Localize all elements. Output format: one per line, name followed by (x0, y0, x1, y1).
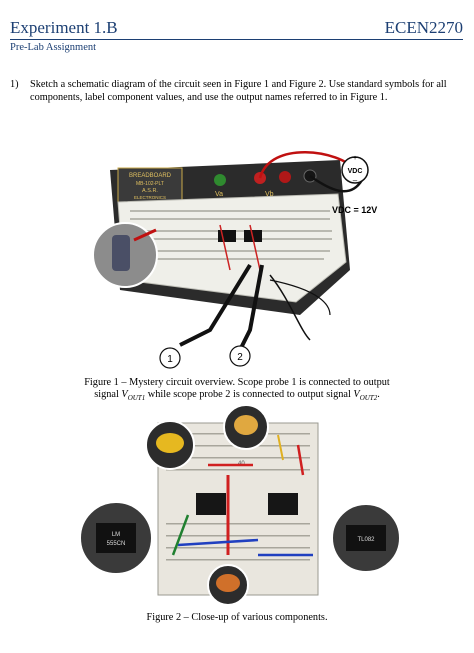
figure-1-caption-line2: signal VOUT1 while scope probe 2 is conn… (94, 389, 380, 403)
ic-opamp-on-board (268, 493, 298, 515)
ic-chip-1 (218, 230, 236, 242)
rail-vb-label: Vb (265, 191, 274, 198)
svg-text:555CN: 555CN (107, 541, 126, 547)
chip-right-text: TL082 (357, 537, 375, 543)
vout1-symbol: VOUT1 (121, 389, 146, 403)
course-code: ECEN2270 (384, 18, 463, 37)
probe-2-number: 2 (237, 352, 243, 363)
figure-2-caption: Figure 2 – Close-up of various component… (146, 612, 328, 623)
scope-probe-1 (179, 263, 252, 347)
svg-text:+: + (353, 155, 357, 162)
voltage-label: VDC = 12V (332, 205, 377, 215)
figure-2-photo: 40 LM 555CN TL082 (78, 404, 401, 606)
source-label: VDC (348, 168, 363, 175)
binding-post-green (214, 174, 226, 186)
binding-post-red-2 (279, 171, 291, 183)
figure-1-caption: Figure 1 – Mystery circuit overview. Sco… (40, 377, 434, 404)
rail-va-label: Va (215, 191, 223, 198)
voltage-source-symbol (341, 156, 369, 184)
question-number: 1) (10, 79, 19, 90)
figure-2-illustration: 40 LM 555CN TL082 (78, 404, 401, 606)
document-title: Experiment 1.B (10, 18, 118, 37)
scope-probe-2 (238, 264, 264, 351)
ic-555-on-board (196, 493, 226, 515)
vout2-symbol: VOUT2 (353, 389, 378, 403)
probe-2-badge (229, 345, 251, 367)
figure-1-illustration: BREADBOARD MB-102-PLT A.S.R. ELECTRONICS… (92, 130, 377, 370)
figure-1-caption-line1: Figure 1 – Mystery circuit overview. Sco… (84, 377, 390, 388)
probe-1-badge (159, 347, 181, 369)
chip-left-text: LM (112, 532, 120, 538)
board-model: MB-102-PLT (136, 181, 164, 187)
document-subtitle: Pre-Lab Assignment (10, 42, 97, 53)
question-text: Sketch a schematic diagram of the circui… (30, 79, 447, 103)
board-label: BREADBOARD (129, 173, 172, 179)
svg-text:–: – (353, 176, 358, 185)
header-rule (10, 39, 463, 40)
board-maker-sub: ELECTRONICS (134, 195, 166, 200)
probe-1-number: 1 (167, 354, 173, 365)
figure-1-photo: BREADBOARD MB-102-PLT A.S.R. ELECTRONICS… (92, 130, 377, 370)
board-maker: A.S.R. (142, 188, 158, 194)
